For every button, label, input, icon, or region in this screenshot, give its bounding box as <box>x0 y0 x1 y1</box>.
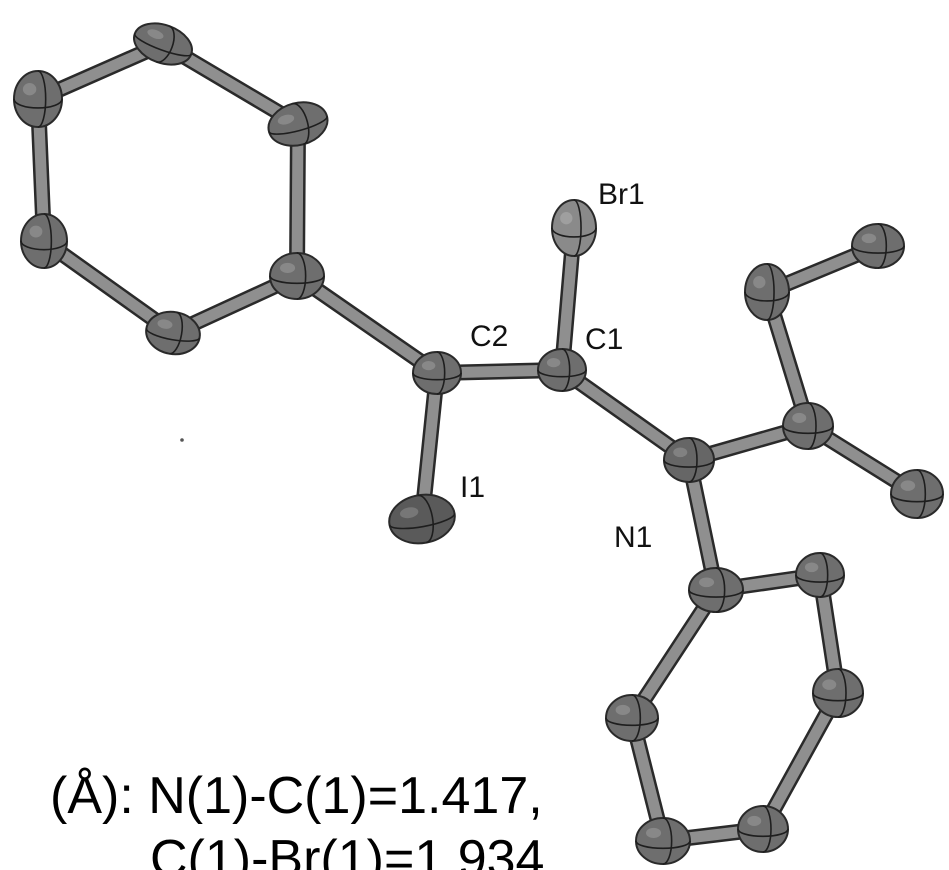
atom-a6 <box>145 310 201 356</box>
atom-b5 <box>635 817 691 865</box>
atom-a5 <box>269 252 325 300</box>
bond-c1-n1 <box>554 362 697 468</box>
bonds <box>30 36 925 849</box>
atom-a2 <box>13 70 63 128</box>
atom-b6 <box>737 805 789 853</box>
atoms <box>13 22 944 865</box>
atom-c3 <box>782 402 834 450</box>
atom-b2 <box>795 552 845 598</box>
atom-a1 <box>133 22 193 66</box>
bond-b4-b6 <box>755 685 846 837</box>
atom-c1 <box>537 348 587 392</box>
atom-br1 <box>551 199 597 257</box>
bond-a5-c2 <box>289 268 445 381</box>
atom-n1 <box>663 437 715 483</box>
atom-label-c2: C2 <box>470 320 508 353</box>
atom-c2 <box>412 351 462 395</box>
atom-label-c1: C1 <box>585 323 623 356</box>
stray-dot <box>180 438 184 442</box>
atom-label-br1: Br1 <box>598 178 645 211</box>
bond-length-caption-line1: (Å): N(1)-C(1)=1.417, <box>50 767 543 825</box>
atom-c4 <box>744 263 790 321</box>
atom-i1 <box>388 493 456 545</box>
atom-label-n1: N1 <box>614 521 652 554</box>
atom-a4 <box>20 213 68 269</box>
atom-c5 <box>851 223 905 269</box>
atom-c6 <box>890 469 944 519</box>
atom-a3 <box>267 101 329 147</box>
bond-b1-b3 <box>624 582 724 726</box>
atom-b3 <box>605 694 659 742</box>
atom-label-i1: I1 <box>460 471 485 504</box>
bond-length-caption-line2: C(1)-Br(1)=1.934 <box>150 830 544 870</box>
bond-a3-a5 <box>289 116 306 284</box>
atom-b1 <box>688 567 744 613</box>
atom-b4 <box>812 668 864 718</box>
